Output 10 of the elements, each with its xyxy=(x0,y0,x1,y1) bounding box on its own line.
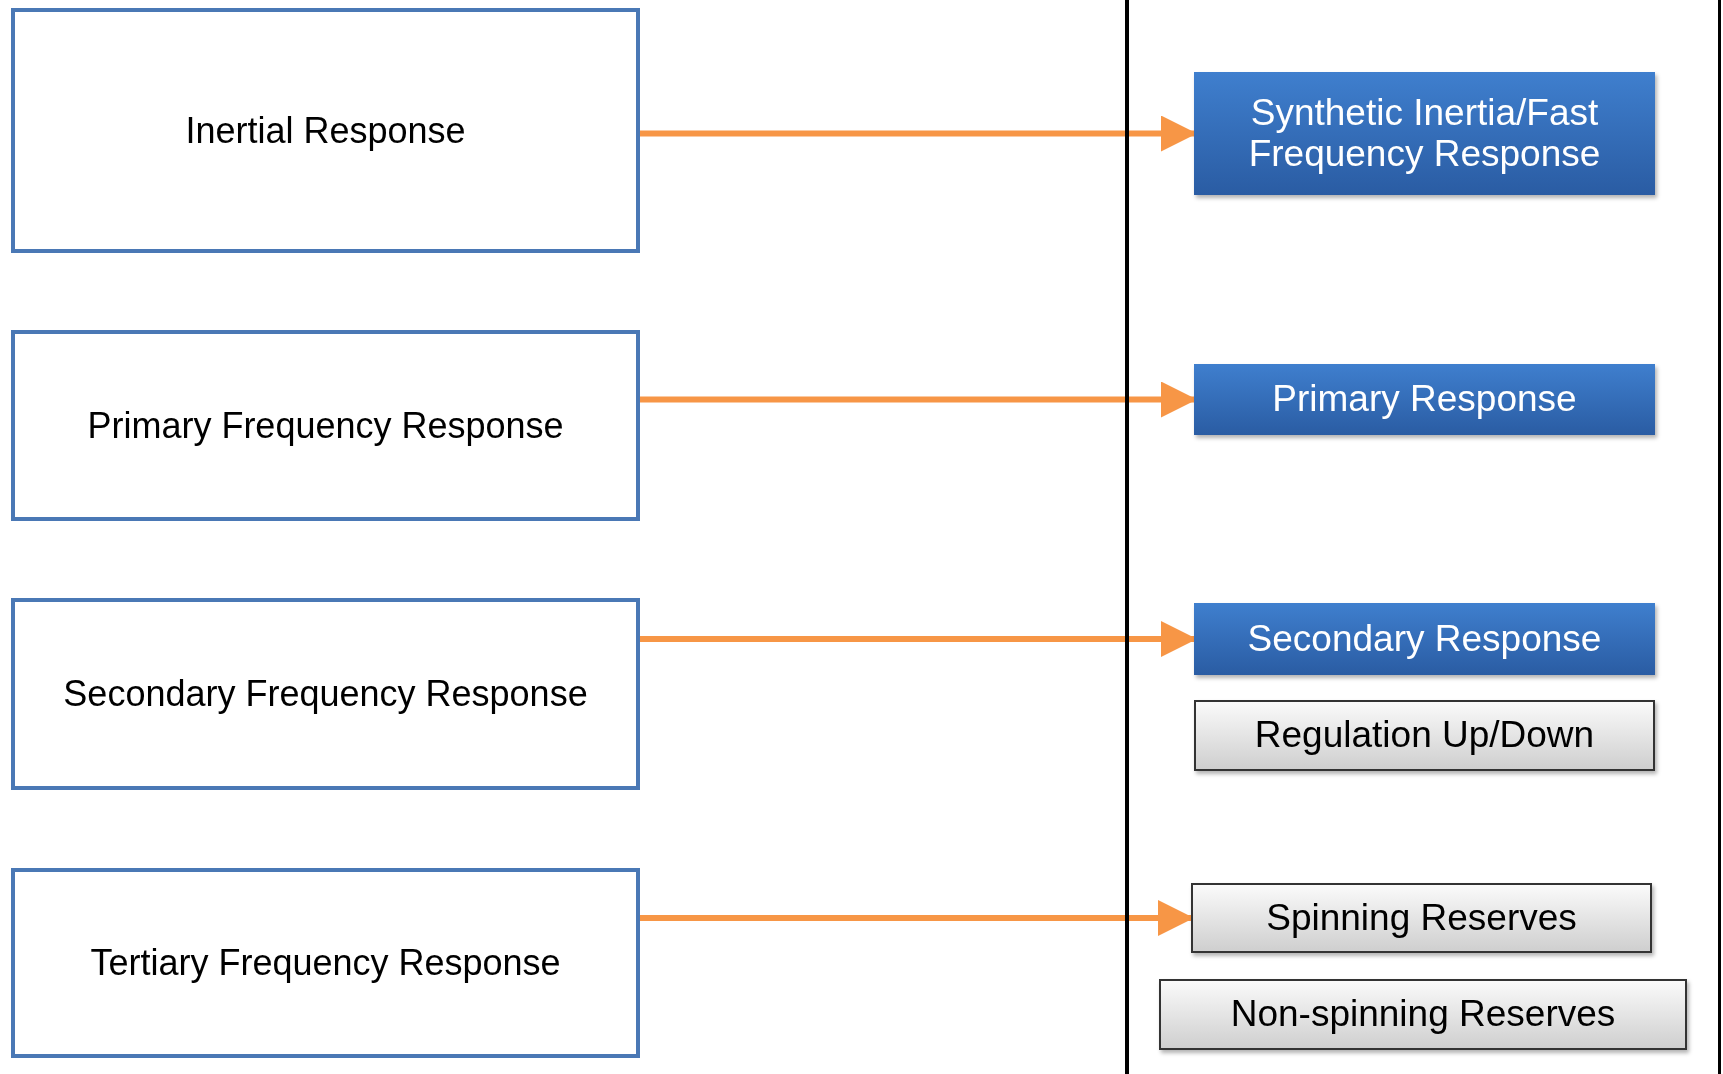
service-box: Non-spinning Reserves xyxy=(1159,979,1687,1050)
response-box: Primary Frequency Response xyxy=(11,330,640,521)
service-box: Primary Response xyxy=(1194,364,1655,435)
response-box: Tertiary Frequency Response xyxy=(11,868,640,1058)
service-box: Secondary Response xyxy=(1194,603,1655,675)
service-box: Spinning Reserves xyxy=(1191,883,1652,953)
service-box: Regulation Up/Down xyxy=(1194,700,1655,771)
response-box: Secondary Frequency Response xyxy=(11,598,640,790)
service-box: Synthetic Inertia/Fast Frequency Response xyxy=(1194,72,1655,195)
response-box: Inertial Response xyxy=(11,8,640,253)
